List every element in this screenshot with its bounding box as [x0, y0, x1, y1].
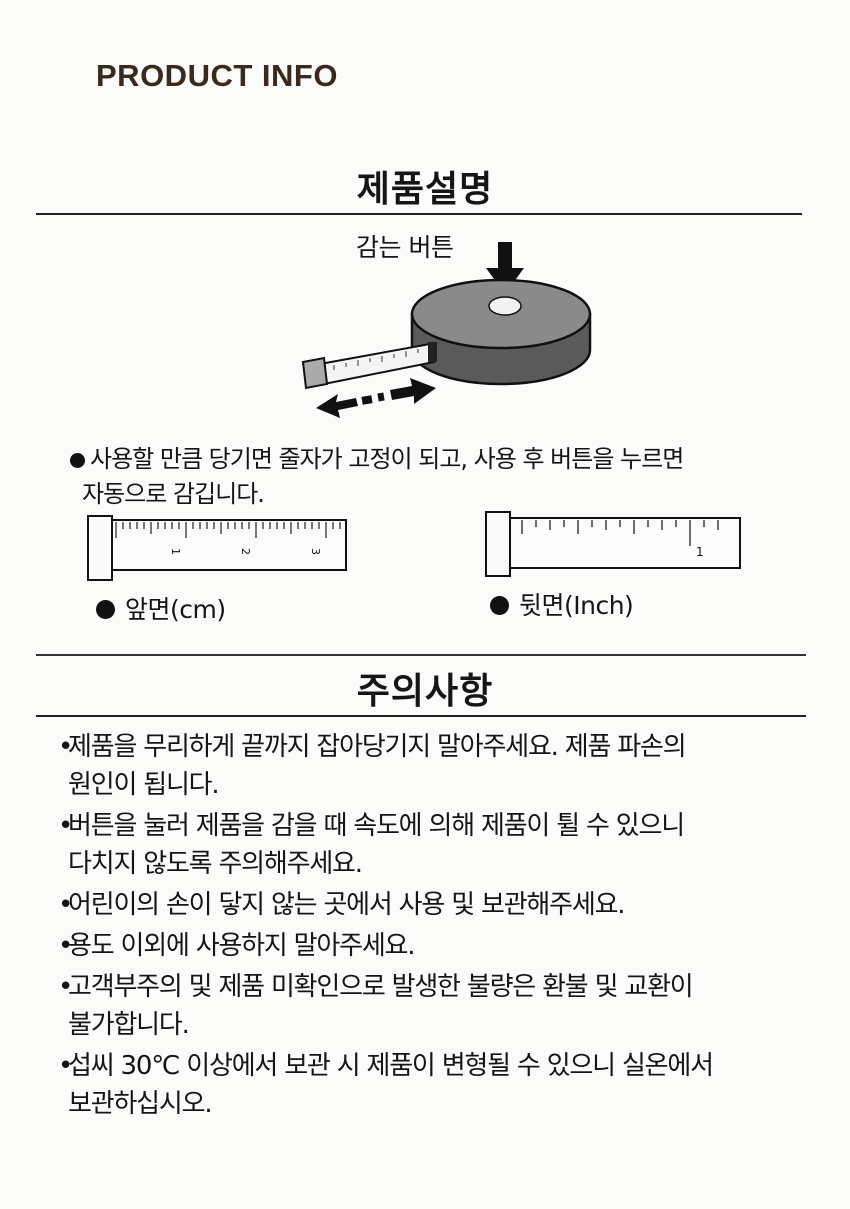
section-divider — [36, 654, 806, 656]
cm-tick-label: 1 — [169, 548, 182, 555]
cautions-list: • 제품을 무리하게 끝까지 잡아당기지 말아주세요. 제품 파손의 원인이 됩… — [58, 728, 828, 1126]
inch-tick-label: 1 — [696, 545, 704, 559]
caution-item: • 섭씨 30℃ 이상에서 보관 시 제품이 변형될 수 있으니 실온에서 보관… — [58, 1047, 828, 1123]
bullet-dot-icon — [70, 452, 85, 468]
tape-measure-illustration — [301, 242, 592, 418]
cautions-heading: 주의사항 — [356, 671, 494, 712]
bullet-mark: • — [58, 931, 73, 961]
product-description-text: 사용할 만큼 당기면 줄자가 고정이 되고, 사용 후 버튼을 누르면 자동으로… — [70, 442, 810, 512]
page-header-title: PRODUCT INFO — [96, 58, 338, 93]
bullet-mark: • — [58, 1051, 73, 1081]
bullet-mark: • — [58, 732, 73, 762]
cm-tick-label: 2 — [239, 548, 252, 555]
back-ruler-inch: 1 — [485, 511, 741, 577]
caution-item: • 고객부주의 및 제품 미확인으로 발생한 불량은 환불 및 교환이 불가합니… — [58, 968, 828, 1044]
cm-tick-label: 3 — [309, 548, 322, 555]
section-divider — [36, 715, 806, 717]
section-divider — [36, 213, 802, 215]
caution-item: • 버튼을 눌러 제품을 감을 때 속도에 의해 제품이 튈 수 있으니 다치지… — [58, 807, 828, 883]
bullet-mark: • — [58, 890, 73, 920]
front-ruler-cm: 1 2 3 — [87, 515, 347, 581]
bullet-mark: • — [58, 811, 73, 841]
bullet-dot-icon — [490, 596, 509, 615]
caution-item: • 어린이의 손이 닿지 않는 곳에서 사용 및 보관해주세요. — [58, 886, 828, 924]
pull-direction-arrow-icon — [316, 378, 436, 418]
front-side-label: 앞면(cm) — [96, 590, 226, 626]
caution-item: • 제품을 무리하게 끝까지 잡아당기지 말아주세요. 제품 파손의 원인이 됩… — [58, 728, 828, 804]
bullet-mark: • — [58, 972, 73, 1002]
caution-item: • 용도 이외에 사용하지 말아주세요. — [58, 927, 828, 965]
product-description-heading: 제품설명 — [356, 169, 494, 210]
wind-button-label: 감는 버튼 — [356, 233, 454, 262]
description-line: 자동으로 감깁니다. — [82, 480, 265, 508]
bullet-dot-icon — [96, 600, 115, 619]
back-side-label: 뒷면(Inch) — [490, 586, 634, 622]
description-line: 사용할 만큼 당기면 줄자가 고정이 되고, 사용 후 버튼을 누르면 — [70, 442, 810, 477]
